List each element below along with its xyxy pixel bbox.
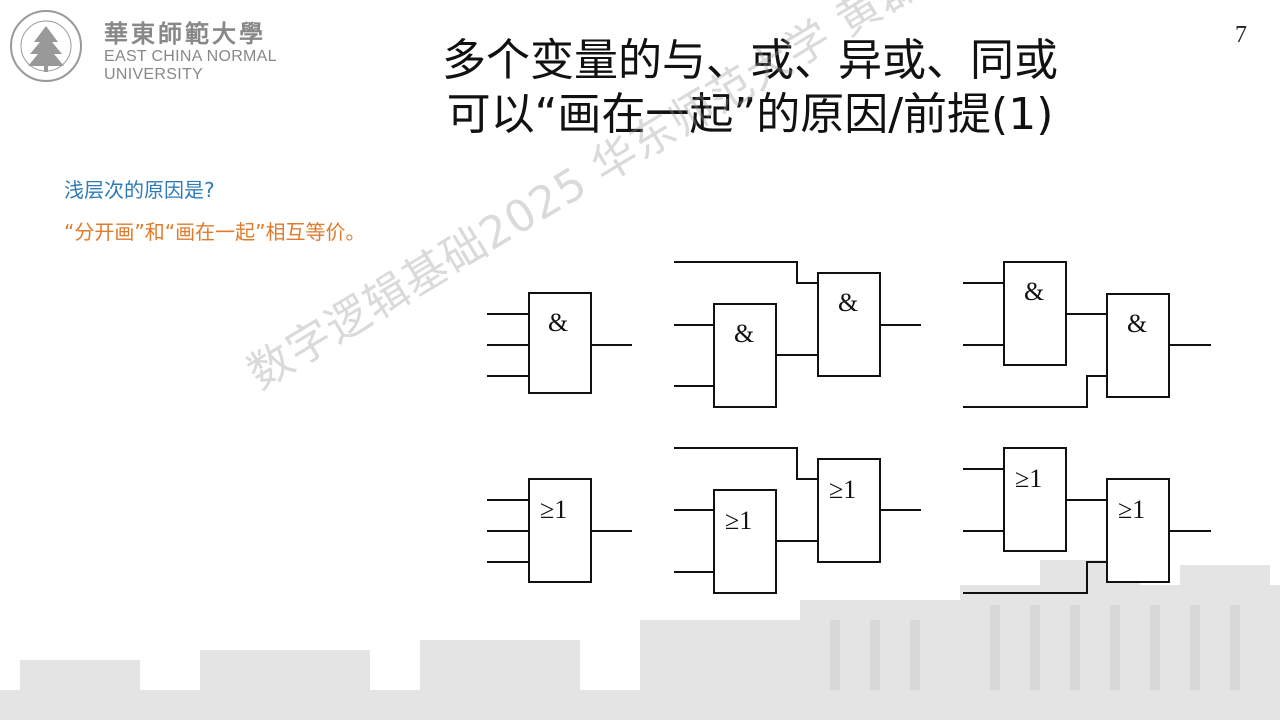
and-gate-cascade-a: & &: [674, 261, 921, 408]
and-gate-box: [1106, 293, 1170, 398]
answer-text: “分开画”和“画在一起”相互等价。: [64, 220, 366, 244]
and-gate-box: [528, 292, 592, 394]
or-gate-cascade-b: ≥1 ≥1: [963, 447, 1211, 594]
or-gate-cascade-a: ≥1 ≥1: [674, 447, 921, 594]
and-gate-3-input: &: [487, 292, 632, 394]
or-gate-label: ≥1: [725, 506, 752, 535]
or-gate-label: ≥1: [1015, 464, 1042, 493]
or-gate-3-input: ≥1: [487, 478, 632, 583]
title-line-2: 可以“画在一起”的原因/前提(1): [446, 89, 1054, 140]
input-wire: [963, 375, 1107, 408]
input-wire: [674, 447, 818, 480]
and-gate-label: &: [838, 288, 858, 317]
and-gate-label: &: [1127, 309, 1147, 338]
slide-title: 多个变量的与、或、异或、同或 可以“画在一起”的原因/前提(1): [330, 34, 1170, 142]
and-gate-label: &: [734, 319, 754, 348]
university-logo: 華東師範大學 EAST CHINA NORMAL UNIVERSITY: [8, 8, 298, 83]
page-number: 7: [1235, 22, 1247, 48]
input-wire: [674, 261, 818, 284]
university-name-en: EAST CHINA NORMAL UNIVERSITY: [104, 48, 277, 83]
and-gate-label: &: [1024, 277, 1044, 306]
question-text: 浅层次的原因是?: [64, 178, 215, 202]
or-gate-label: ≥1: [829, 475, 856, 504]
input-wire: [963, 561, 1107, 594]
and-gate-box: [713, 303, 777, 408]
or-gate-label: ≥1: [540, 495, 567, 524]
and-gate-label: &: [548, 308, 568, 337]
or-gate-box: [1106, 478, 1170, 583]
university-name-cn: 華東師範大學: [104, 19, 266, 48]
and-gate-cascade-b: & &: [963, 261, 1211, 408]
or-gate-label: ≥1: [1118, 495, 1145, 524]
title-line-1: 多个变量的与、或、异或、同或: [442, 35, 1058, 86]
ecnu-seal-icon: [10, 10, 82, 82]
